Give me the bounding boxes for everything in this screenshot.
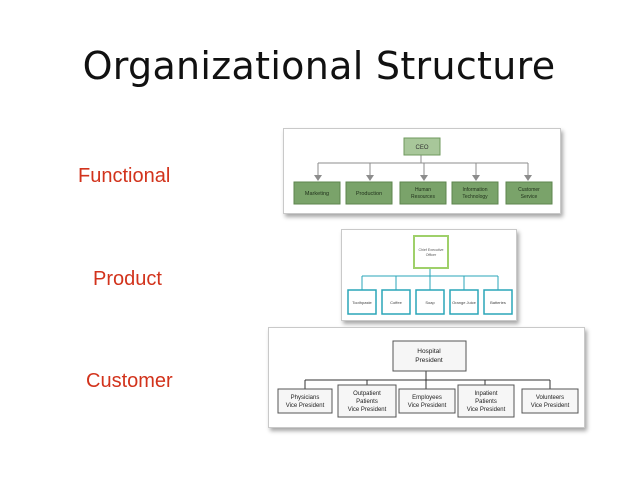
svg-text:Resources: Resources: [411, 194, 435, 200]
label-functional: Functional: [78, 165, 171, 187]
functional-node-label: Marketing: [305, 191, 329, 197]
customer-node: Volunteers Vice President: [521, 388, 579, 414]
svg-text:Technology: Technology: [462, 194, 488, 200]
customer-org-chart: Hospital President Physicians Vice Presi…: [268, 327, 585, 428]
functional-node: Human Resources: [399, 181, 447, 205]
product-node-label: Batteries: [490, 300, 506, 305]
product-node-label: Soap: [425, 300, 435, 305]
svg-text:Hospital: Hospital: [417, 348, 441, 355]
functional-node-label: Production: [356, 191, 382, 197]
functional-node: Production: [345, 181, 393, 205]
product-org-chart: Chief Executive Officer Toothpaste Coffe…: [341, 229, 517, 321]
customer-node: Outpatient Patients Vice President: [337, 384, 397, 418]
svg-text:Vice President: Vice President: [348, 407, 387, 413]
customer-node: Inpatient Patients Vice President: [457, 384, 515, 418]
page-title: Organizational Structure: [82, 44, 556, 88]
customer-node: Physicians Vice President: [277, 388, 333, 414]
label-product: Product: [93, 268, 162, 290]
product-node-label: Toothpaste: [352, 300, 372, 305]
product-node: Orange Juice: [449, 289, 479, 315]
svg-text:Patients: Patients: [356, 399, 378, 405]
svg-text:Vice President: Vice President: [531, 403, 570, 409]
svg-text:Outpatient: Outpatient: [353, 391, 381, 397]
product-node: Toothpaste: [347, 289, 377, 315]
customer-node: Employees Vice President: [398, 388, 456, 414]
functional-root-label: CEO: [415, 145, 428, 151]
svg-text:Vice President: Vice President: [286, 403, 325, 409]
svg-text:Customer: Customer: [518, 187, 540, 193]
svg-text:Inpatient: Inpatient: [474, 391, 497, 397]
functional-org-chart: CEO Marketing Production Human Resources…: [283, 128, 561, 214]
functional-root-node: CEO: [403, 137, 441, 156]
svg-text:Service: Service: [521, 194, 538, 200]
svg-text:Volunteers: Volunteers: [536, 395, 564, 401]
label-customer: Customer: [86, 370, 173, 392]
svg-text:Human: Human: [415, 187, 431, 193]
functional-node: Marketing: [293, 181, 341, 205]
product-node: Batteries: [483, 289, 513, 315]
customer-root-node: Hospital President: [392, 340, 467, 372]
svg-text:President: President: [415, 357, 443, 364]
svg-text:Employees: Employees: [412, 395, 442, 401]
product-node: Soap: [415, 289, 445, 315]
functional-node: Customer Service: [505, 181, 553, 205]
product-node: Coffee: [381, 289, 411, 315]
svg-text:Officer: Officer: [426, 253, 437, 257]
svg-text:Physicians: Physicians: [291, 395, 320, 401]
functional-node: Information Technology: [451, 181, 499, 205]
product-node-label: Orange Juice: [452, 300, 477, 305]
svg-text:Patients: Patients: [475, 399, 497, 405]
product-root-node: Chief Executive Officer: [413, 235, 449, 269]
svg-text:Vice President: Vice President: [467, 407, 506, 413]
svg-text:Vice President: Vice President: [408, 403, 447, 409]
svg-text:Information: Information: [462, 187, 487, 193]
product-node-label: Coffee: [390, 300, 402, 305]
svg-text:Chief Executive: Chief Executive: [419, 248, 444, 252]
